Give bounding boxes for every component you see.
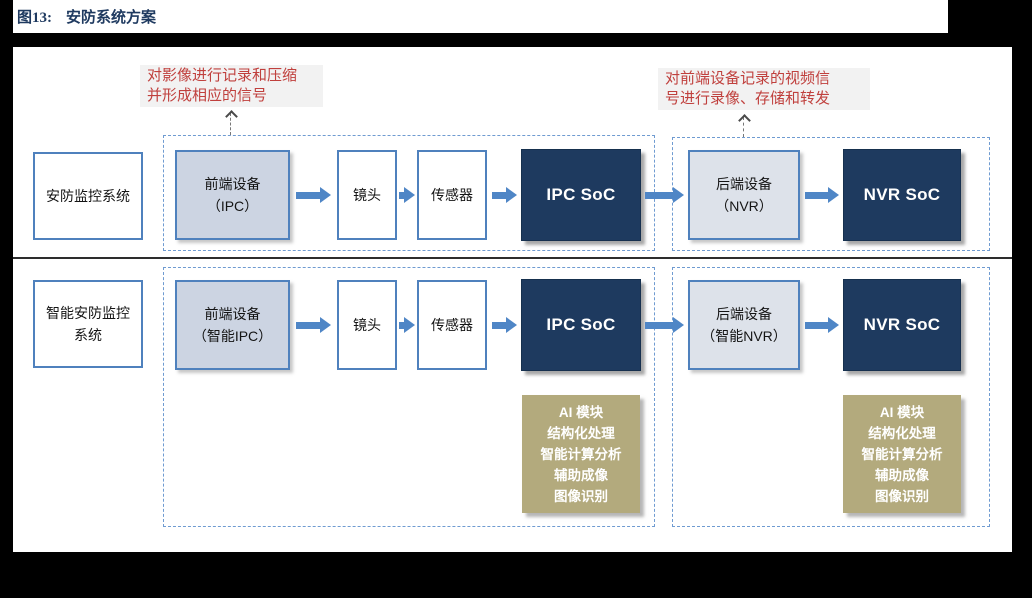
sensor-label: 传感器 [431, 187, 473, 203]
lens-label: 镜头 [353, 187, 381, 203]
arrow-shaft [399, 191, 404, 199]
flow-arrow [296, 187, 331, 203]
annotation-front-end: 对影像进行记录和压缩 并形成相应的信号 [140, 65, 323, 107]
front-end-label: 前端设备 [204, 176, 261, 192]
flow-arrow [399, 187, 415, 203]
annotation-line: 号进行录像、存储和转发 [665, 90, 831, 107]
flow-arrow [296, 317, 331, 333]
up-arrowhead-icon [738, 114, 751, 127]
back-end-label: 后端设备 [716, 306, 772, 322]
system-label: 智能安防监控 [46, 305, 130, 321]
ipc-soc-label: IPC SoC [546, 315, 616, 334]
sensor-box-row1: 传感器 [417, 150, 487, 240]
arrow-shaft [805, 191, 828, 199]
back-end-sublabel: （NVR） [715, 198, 773, 214]
arrow-head-icon [673, 187, 684, 203]
figure-number: 图13: [17, 10, 52, 26]
front-end-device-box-row1: 前端设备 （IPC） [175, 150, 290, 240]
arrow-head-icon [506, 187, 517, 203]
up-arrowhead-icon [225, 110, 238, 123]
arrow-shaft [492, 191, 506, 199]
front-end-device-box-row2: 前端设备 （智能IPC） [175, 280, 290, 370]
nvr-soc-label: NVR SoC [863, 185, 941, 204]
nvr-soc-box-row1: NVR SoC [843, 149, 961, 241]
front-end-label: 前端设备 [204, 306, 261, 322]
ai-module-line: 图像识别 [875, 488, 929, 504]
back-end-device-box-row1: 后端设备 （NVR） [688, 150, 800, 240]
ai-module-box-ipc: AI 模块 结构化处理 智能计算分析 辅助成像 图像识别 [522, 395, 640, 513]
ai-module-line: 智能计算分析 [540, 446, 622, 462]
row-divider-line [13, 257, 1012, 259]
arrow-head-icon [320, 317, 331, 333]
lens-box-row2: 镜头 [337, 280, 397, 370]
flow-arrow [492, 187, 517, 203]
top-divider-bar [0, 33, 1032, 47]
ai-module-line: AI 模块 [558, 404, 604, 420]
back-end-sublabel: （智能NVR） [701, 328, 787, 344]
system-label: 安防监控系统 [46, 188, 130, 204]
annotation-line: 对影像进行记录和压缩 [147, 67, 298, 84]
ipc-soc-label: IPC SoC [546, 185, 616, 204]
arrow-shaft [399, 321, 404, 329]
group-front-end-row2 [163, 267, 655, 527]
ipc-soc-box-row1: IPC SoC [521, 149, 641, 241]
ai-module-line: AI 模块 [879, 404, 925, 420]
ai-module-line: 结构化处理 [547, 425, 615, 441]
ipc-soc-box-row2: IPC SoC [521, 279, 641, 371]
ai-module-line: 辅助成像 [554, 467, 608, 483]
arrow-shaft [296, 191, 320, 199]
diagram-panel: 对影像进行记录和压缩 并形成相应的信号 对前端设备记录的视频信 号进行录像、存储… [13, 47, 1012, 552]
arrow-shaft [296, 321, 320, 329]
back-end-device-box-row2: 后端设备 （智能NVR） [688, 280, 800, 370]
flow-arrow [645, 187, 684, 203]
front-end-sublabel: （智能IPC） [192, 328, 273, 344]
flow-arrow [645, 317, 684, 333]
system-label-box-row2: 智能安防监控 系统 [33, 280, 143, 368]
arrow-head-icon [828, 317, 839, 333]
sensor-label: 传感器 [431, 317, 473, 333]
ai-module-line: 结构化处理 [868, 425, 936, 441]
arrow-shaft [805, 321, 828, 329]
arrow-head-icon [506, 317, 517, 333]
ai-module-box-nvr: AI 模块 结构化处理 智能计算分析 辅助成像 图像识别 [843, 395, 961, 513]
page-title: 安防系统方案 [66, 10, 157, 26]
arrow-head-icon [673, 317, 684, 333]
arrow-head-icon [828, 187, 839, 203]
system-label: 系统 [74, 327, 102, 343]
annotation-connector-left [225, 110, 238, 135]
annotation-line: 对前端设备记录的视频信 [665, 70, 831, 87]
sensor-box-row2: 传感器 [417, 280, 487, 370]
nvr-soc-box-row2: NVR SoC [843, 279, 961, 371]
lens-label: 镜头 [353, 317, 381, 333]
arrow-shaft [645, 191, 673, 199]
back-end-label: 后端设备 [716, 176, 772, 192]
flow-arrow [805, 187, 839, 203]
ai-module-line: 智能计算分析 [861, 446, 943, 462]
group-back-end-row2 [672, 267, 990, 527]
figure-title-bar: 图13: 安防系统方案 [13, 0, 948, 33]
nvr-soc-label: NVR SoC [863, 315, 941, 334]
ai-module-line: 辅助成像 [875, 467, 929, 483]
flow-arrow [399, 317, 415, 333]
lens-box-row1: 镜头 [337, 150, 397, 240]
arrow-shaft [645, 321, 673, 329]
arrow-shaft [492, 321, 506, 329]
annotation-connector-right [738, 114, 751, 137]
system-label-box-row1: 安防监控系统 [33, 152, 143, 240]
ai-module-line: 图像识别 [554, 488, 608, 504]
front-end-sublabel: （IPC） [206, 198, 259, 214]
annotation-back-end: 对前端设备记录的视频信 号进行录像、存储和转发 [658, 68, 870, 110]
annotation-line: 并形成相应的信号 [147, 87, 268, 104]
flow-arrow [805, 317, 839, 333]
arrow-head-icon [320, 187, 331, 203]
arrow-head-icon [404, 317, 415, 333]
flow-arrow [492, 317, 517, 333]
arrow-head-icon [404, 187, 415, 203]
